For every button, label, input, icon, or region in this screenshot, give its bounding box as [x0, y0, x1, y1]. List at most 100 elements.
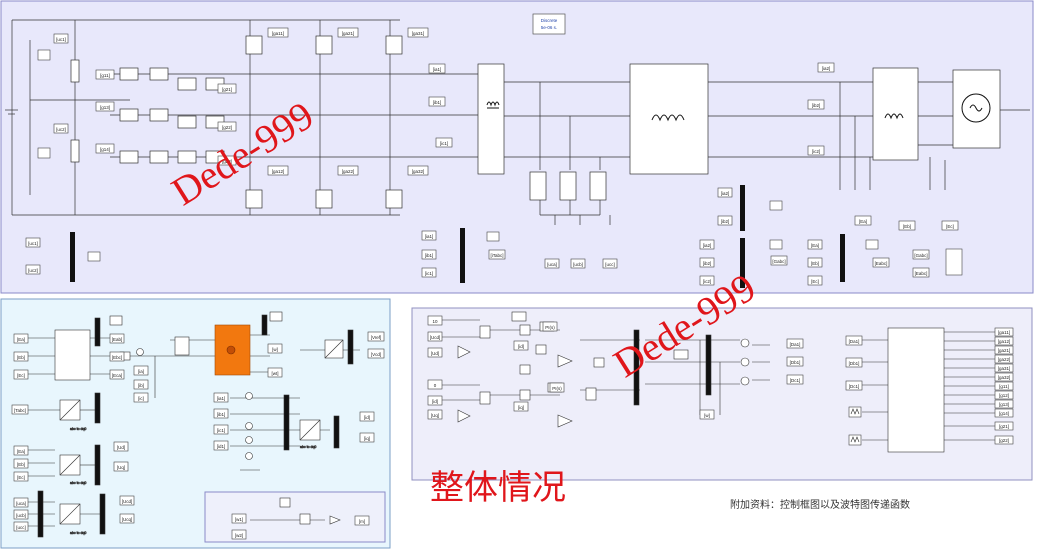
svg-text:[ia1]: [ia1] — [425, 234, 434, 239]
svg-text:[id1]: [id1] — [217, 444, 226, 449]
svg-text:[ga32]: [ga32] — [412, 169, 425, 174]
svg-text:abc to dq0: abc to dq0 — [300, 445, 316, 449]
svg-text:[ic1]: [ic1] — [425, 271, 433, 276]
bl-tags: [Ea] [Eb] [Ec] [Eab] [Ebc] [Eca] [ia] [i… — [11, 331, 385, 540]
svg-text:[Gabc]: [Gabc] — [772, 259, 785, 264]
svg-text:[ga11]: [ga11] — [272, 31, 284, 36]
svg-text:[Ea]: [Ea] — [811, 243, 819, 248]
svg-text:[Dc1]: [Dc1] — [849, 384, 860, 389]
top-mux-scopes: [uc1] [uc2] [ia1] [ib1] [ic1] [iTabc] [i… — [25, 185, 963, 288]
svg-text:[w]: [w] — [272, 347, 278, 352]
svg-text:[ib2]: [ib2] — [703, 261, 712, 266]
svg-text:[uc1]: [uc1] — [56, 37, 66, 42]
svg-text:[Db1]: [Db1] — [790, 360, 801, 365]
svg-text:[ic]: [ic] — [138, 396, 144, 401]
svg-text:[Eca]: [Eca] — [112, 373, 122, 378]
gate-tags-top: [ga11] [ga21] [ga31] [ga12] [ga22] [ga32… — [267, 27, 429, 176]
pwm-outputs — [944, 331, 995, 441]
svg-text:[ga21]: [ga21] — [342, 31, 355, 36]
rlc-branch-block — [629, 63, 709, 175]
svg-text:[w]: [w] — [704, 413, 710, 418]
svg-text:[Eb]: [Eb] — [903, 224, 911, 229]
svg-text:[ga21]: [ga21] — [998, 348, 1011, 353]
svg-text:[ga31]: [ga31] — [412, 31, 425, 36]
svg-text:[id]: [id] — [518, 344, 524, 349]
svg-text:[g14]: [g14] — [100, 147, 110, 152]
svg-text:[g22]: [g22] — [999, 438, 1009, 443]
svg-text:[m]: [m] — [359, 519, 365, 524]
svg-text:[Uq]: [Uq] — [117, 465, 125, 470]
svg-text:[ic1]: [ic1] — [217, 428, 225, 433]
svg-text:abc to dq0: abc to dq0 — [70, 531, 86, 535]
svg-text:[iTabc]: [iTabc] — [490, 253, 503, 258]
svg-text:[ic1]: [ic1] — [440, 141, 448, 146]
inductor-icons — [486, 93, 991, 123]
top-blocks[interactable] — [477, 63, 1001, 201]
svg-text:[Da1]: [Da1] — [849, 339, 860, 344]
svg-text:[ga12]: [ga12] — [272, 169, 285, 174]
svg-text:[ia2]: [ia2] — [721, 191, 730, 196]
svg-text:[Gabc]: [Gabc] — [914, 253, 927, 258]
svg-text:[ia]: [ia] — [138, 369, 144, 374]
svg-text:[ucb]: [ucb] — [16, 513, 26, 518]
svg-text:[Eabc]: [Eabc] — [875, 261, 888, 266]
svg-text:[ia2]: [ia2] — [822, 66, 831, 71]
bm-tags: 10 [Ucd] [Ud] 0 [id] [Uq] [id] [iq] PI(s… — [427, 315, 863, 446]
svg-text:[ia2]: [ia2] — [703, 243, 712, 248]
svg-text:[Ec]: [Ec] — [17, 475, 25, 480]
measurement-block-2 — [872, 67, 919, 161]
svg-text:[g22]: [g22] — [222, 125, 232, 130]
svg-text:[ib1]: [ib1] — [433, 100, 442, 105]
svg-text:[ib2]: [ib2] — [721, 219, 730, 224]
svg-text:[g12]: [g12] — [999, 393, 1009, 398]
svg-text:[Vcd]: [Vcd] — [371, 352, 381, 357]
svg-text:PI(s): PI(s) — [545, 325, 555, 330]
bl-blocks[interactable]: abc to dq0 abc to dq0 abc to dq0 abc to … — [37, 311, 354, 538]
svg-text:[ucc]: [ucc] — [16, 525, 26, 530]
svg-text:[id]: [id] — [364, 415, 370, 420]
svg-text:[Uq]: [Uq] — [431, 413, 439, 418]
svg-text:[Ec]: [Ec] — [946, 224, 954, 229]
svg-text:[Tabc]: [Tabc] — [14, 408, 26, 413]
svg-text:[g13]: [g13] — [100, 105, 110, 110]
svg-text:[Eab]: [Eab] — [112, 337, 123, 342]
svg-text:[g14]: [g14] — [999, 411, 1009, 416]
svg-text:[ia1]: [ia1] — [433, 67, 442, 72]
svg-text:[ucb]: [ucb] — [573, 262, 583, 267]
svg-text:[w2]: [w2] — [235, 533, 243, 538]
svg-text:[ga31]: [ga31] — [998, 366, 1011, 371]
powergui-block[interactable]: Discrete 5e-06 s. — [532, 13, 566, 35]
svg-text:[Eb]: [Eb] — [17, 355, 25, 360]
svg-text:[ib1]: [ib1] — [217, 412, 226, 417]
svg-text:[Ucq]: [Ucq] — [122, 517, 133, 522]
phase-lines — [400, 73, 1030, 225]
svg-text:[wt]: [wt] — [271, 371, 278, 376]
svg-text:[Ec]: [Ec] — [811, 279, 819, 284]
measurement-block-1 — [477, 63, 505, 175]
svg-text:Discrete: Discrete — [541, 18, 558, 23]
svg-text:[ia1]: [ia1] — [217, 396, 226, 401]
svg-text:[ib]: [ib] — [138, 383, 144, 388]
svg-text:[id]: [id] — [432, 399, 438, 404]
pwm-output-tags: [ga11] [ga12] [ga21] [ga22] [ga31] [ga32… — [994, 327, 1014, 445]
svg-text:10: 10 — [432, 319, 438, 324]
svg-text:[ga32]: [ga32] — [998, 375, 1011, 380]
goto-tags-top-right: [ia1] [ib1] [ic1] [ia2] [ib2] [ic2] [Ea]… — [428, 62, 959, 269]
svg-text:[ib1]: [ib1] — [425, 253, 434, 258]
svg-text:5e-06 s.: 5e-06 s. — [541, 25, 557, 30]
svg-text:[Db1]: [Db1] — [849, 361, 860, 366]
gate-tags-left: [g11] [g13] [g14] [g21] [g22] [g23] [uc1… — [37, 33, 237, 166]
overall-title: 整体情况 — [430, 468, 566, 508]
bl-abc-block — [54, 329, 91, 381]
svg-text:[uca]: [uca] — [16, 501, 26, 506]
svg-text:[g23]: [g23] — [222, 159, 232, 164]
svg-text:[ga12]: [ga12] — [998, 339, 1011, 344]
svg-text:[ga22]: [ga22] — [342, 169, 355, 174]
svg-text:[Ucd]: [Ucd] — [122, 499, 133, 504]
svg-text:abc to dq0: abc to dq0 — [70, 427, 86, 431]
svg-text:[g21]: [g21] — [999, 424, 1009, 429]
svg-text:[Eb]: [Eb] — [811, 261, 819, 266]
svg-text:[iq]: [iq] — [518, 405, 524, 410]
svg-text:[Eb]: [Eb] — [17, 462, 25, 467]
